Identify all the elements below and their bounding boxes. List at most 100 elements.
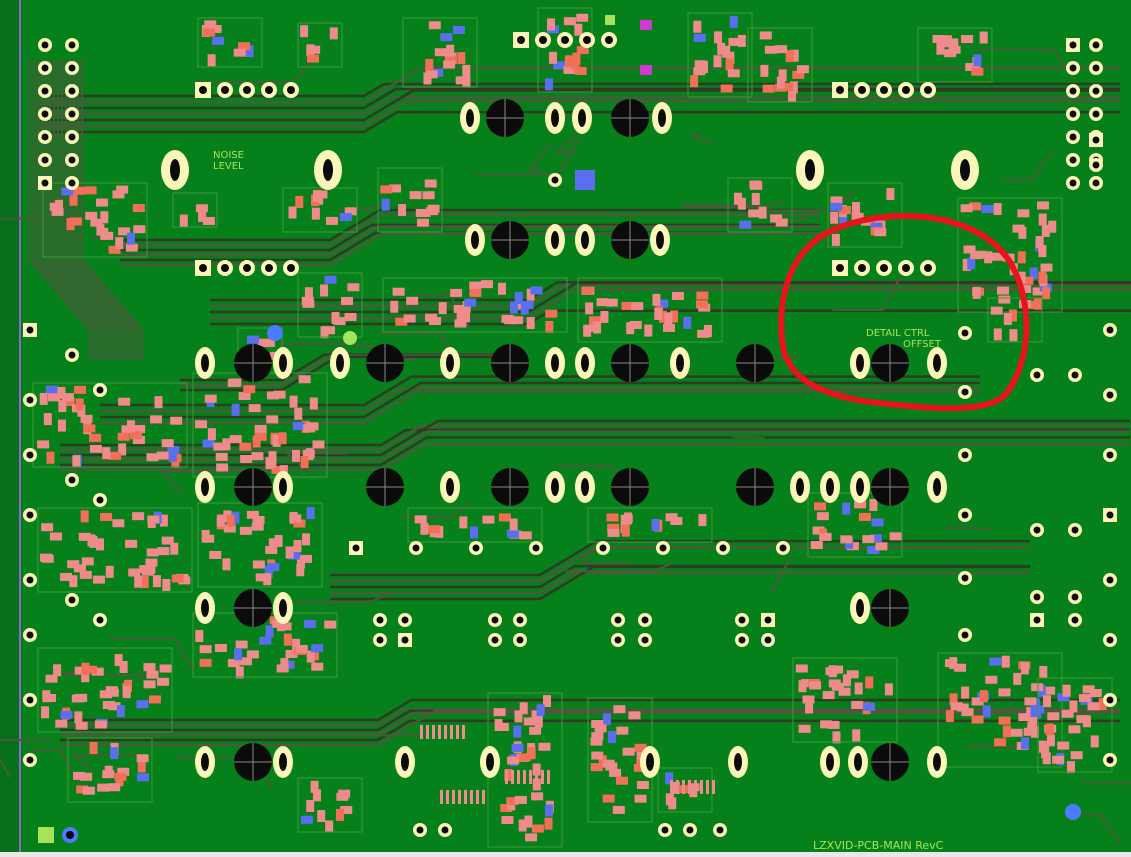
drill-hole [1071, 526, 1079, 534]
smd-pad [816, 512, 829, 521]
smd-pad [195, 420, 208, 429]
drill-hole [68, 110, 76, 118]
smd-pad [55, 719, 68, 728]
drill-hole [68, 156, 76, 164]
drill-hole [66, 831, 74, 839]
smd-pad [214, 644, 227, 653]
smd-pad [264, 565, 273, 578]
drill-hole [1069, 87, 1077, 95]
smd-pad [613, 705, 626, 714]
drill-slot [201, 478, 209, 496]
smd-pad [961, 686, 970, 699]
smd-pad [762, 84, 775, 93]
smd-pad [726, 51, 735, 64]
smd-pad [1001, 655, 1010, 668]
smd-pad [659, 310, 668, 323]
smd-pad [498, 513, 511, 522]
smd-pad [53, 664, 62, 677]
smd-pad [157, 547, 170, 556]
trace [40, 66, 1120, 104]
smd-pad [1057, 693, 1070, 702]
smd-pad [392, 287, 405, 296]
smd-pad [159, 664, 172, 673]
smd-pad [530, 286, 543, 295]
smd-pad [125, 243, 138, 252]
smd-pad [1043, 695, 1052, 708]
smd-pad [1068, 725, 1081, 734]
smd-pad [1039, 665, 1048, 678]
drill-hole [1069, 64, 1077, 72]
drill-hole [961, 451, 969, 459]
smd-pad [871, 518, 884, 527]
smd-pad [74, 666, 87, 675]
smd-pad [1057, 741, 1070, 750]
smd-pad [670, 310, 679, 323]
smd-pad [283, 633, 292, 646]
silk-noise-level-line2: LEVEL [213, 161, 244, 172]
smd-pad [689, 785, 698, 798]
drill-hole [221, 264, 229, 272]
smd-pad [831, 682, 844, 691]
drill-slot [551, 478, 559, 496]
smd-pad [695, 300, 708, 309]
trace [1074, 814, 1122, 846]
smd-pad [788, 90, 797, 103]
smd-pad [1042, 287, 1051, 300]
smd-pad [239, 442, 252, 451]
smd-pad [862, 702, 875, 711]
ic-pin [535, 770, 538, 784]
smd-pad [972, 286, 981, 299]
trace [1082, 782, 1131, 785]
component-outline [402, 17, 478, 88]
trace [944, 527, 992, 531]
smd-pad [438, 302, 447, 315]
smd-pad [272, 434, 281, 447]
smd-pad [156, 451, 169, 460]
smd-pad [247, 335, 260, 344]
smd-pad [971, 697, 984, 706]
smd-pad [216, 514, 225, 527]
drill-hole [858, 86, 866, 94]
smd-pad [311, 662, 324, 671]
smd-pad [722, 45, 731, 58]
smd-pad [990, 306, 1003, 315]
smd-pad [998, 295, 1011, 304]
trace [210, 287, 1131, 320]
trace [60, 711, 1120, 737]
trace [40, 95, 1120, 116]
smd-pad [564, 55, 573, 68]
smd-pad [204, 394, 217, 403]
smd-pad [195, 630, 204, 643]
smd-pad [294, 407, 303, 420]
ic-pin [682, 780, 685, 794]
smd-pad [246, 510, 259, 519]
smd-pad [195, 204, 208, 213]
drill-hole [1033, 616, 1041, 624]
trace [580, 540, 630, 565]
smd-pad [226, 514, 235, 527]
smd-pad [1002, 725, 1011, 738]
smd-pad [531, 792, 544, 801]
smd-pad [1045, 723, 1054, 736]
smd-pad [69, 193, 78, 206]
smd-pad [1066, 761, 1075, 774]
smd-pad [157, 677, 170, 686]
smd-pad [102, 447, 111, 460]
smd-pad [1042, 752, 1051, 765]
smd-pad [494, 719, 503, 732]
smd-pad [600, 310, 609, 323]
smd-pad [591, 720, 604, 729]
smd-pad [842, 674, 851, 687]
component-outline [377, 167, 443, 233]
ic-pin [462, 725, 465, 739]
smd-pad [333, 317, 346, 326]
smd-pad [792, 70, 805, 79]
smd-pad [462, 64, 471, 77]
smd-pad [830, 211, 839, 224]
smd-pad [83, 424, 96, 433]
trace [680, 202, 783, 208]
drill-hole [376, 616, 384, 624]
smd-pad [796, 65, 809, 74]
smd-pad [49, 532, 62, 541]
smd-pad [134, 575, 143, 588]
